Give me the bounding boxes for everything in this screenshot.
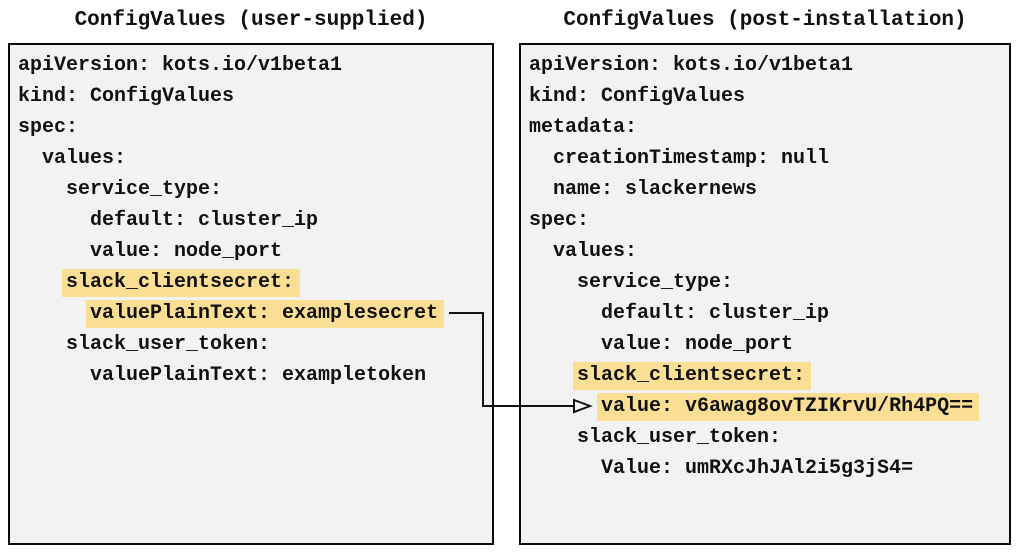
yaml-text: metadata: — [529, 116, 638, 139]
indent — [18, 178, 66, 201]
indent — [18, 209, 90, 232]
highlighted-text: value: v6awag8ovTZIKrvU/Rh4PQ== — [597, 393, 980, 421]
indent — [529, 271, 577, 294]
yaml-text: valuePlainText: exampletoken — [90, 364, 427, 387]
yaml-line: default: cluster_ip — [529, 298, 1009, 329]
indent — [18, 364, 90, 387]
yaml-line: spec: — [529, 205, 1009, 236]
yaml-line: default: cluster_ip — [18, 205, 492, 236]
yaml-text: kind: ConfigValues — [18, 85, 235, 108]
yaml-code-block: apiVersion: kots.io/v1beta1 kind: Config… — [18, 50, 492, 391]
yaml-code-block: apiVersion: kots.io/v1beta1 kind: Config… — [529, 50, 1009, 484]
yaml-line: metadata: — [529, 112, 1009, 143]
yaml-text: spec: — [18, 116, 79, 139]
yaml-text: creationTimestamp: null — [553, 147, 830, 170]
yaml-line: slack_clientsecret: — [529, 360, 1009, 391]
yaml-line: spec: — [18, 112, 492, 143]
yaml-text: values: — [553, 240, 638, 263]
indent — [529, 178, 553, 201]
highlighted-text: valuePlainText: examplesecret — [86, 300, 445, 328]
indent — [18, 147, 42, 170]
yaml-line: value: node_port — [18, 236, 492, 267]
indent — [18, 240, 90, 263]
yaml-line: valuePlainText: examplesecret — [18, 298, 492, 329]
indent — [18, 271, 66, 294]
indent — [529, 457, 601, 480]
yaml-line: kind: ConfigValues — [529, 81, 1009, 112]
yaml-line: values: — [18, 143, 492, 174]
yaml-line: value: v6awag8ovTZIKrvU/Rh4PQ== — [529, 391, 1009, 422]
yaml-line: service_type: — [529, 267, 1009, 298]
yaml-text: service_type: — [577, 271, 734, 294]
left-panel-title: ConfigValues (user-supplied) — [74, 9, 428, 32]
yaml-text: slack_user_token: — [66, 333, 271, 356]
yaml-line: value: node_port — [529, 329, 1009, 360]
yaml-text: spec: — [529, 209, 590, 232]
indent — [529, 395, 601, 418]
yaml-text: values: — [42, 147, 127, 170]
post-installation-configvalues-panel: apiVersion: kots.io/v1beta1 kind: Config… — [519, 43, 1011, 545]
right-panel-title: ConfigValues (post-installation) — [563, 9, 967, 32]
yaml-text: value: node_port — [90, 240, 283, 263]
indent — [529, 240, 553, 263]
yaml-line: creationTimestamp: null — [529, 143, 1009, 174]
highlighted-text: slack_clientsecret: — [62, 269, 301, 297]
yaml-line: apiVersion: kots.io/v1beta1 — [18, 50, 492, 81]
yaml-text: apiVersion: kots.io/v1beta1 — [18, 54, 343, 77]
indent — [529, 364, 577, 387]
yaml-line: slack_clientsecret: — [18, 267, 492, 298]
indent — [18, 302, 90, 325]
indent — [18, 333, 66, 356]
yaml-line: slack_user_token: — [18, 329, 492, 360]
yaml-line: name: slackernews — [529, 174, 1009, 205]
yaml-text: value: node_port — [601, 333, 794, 356]
yaml-line: kind: ConfigValues — [18, 81, 492, 112]
yaml-text: service_type: — [66, 178, 223, 201]
user-supplied-configvalues-panel: apiVersion: kots.io/v1beta1 kind: Config… — [8, 43, 494, 545]
yaml-text: default: cluster_ip — [601, 302, 830, 325]
highlighted-text: slack_clientsecret: — [573, 362, 812, 390]
yaml-text: slack_user_token: — [577, 426, 782, 449]
indent — [529, 302, 601, 325]
yaml-text: Value: umRXcJhJAl2i5g3jS4= — [601, 457, 914, 480]
indent — [529, 147, 553, 170]
yaml-text: name: slackernews — [553, 178, 758, 201]
yaml-line: service_type: — [18, 174, 492, 205]
yaml-text: kind: ConfigValues — [529, 85, 746, 108]
yaml-line: values: — [529, 236, 1009, 267]
indent — [529, 426, 577, 449]
yaml-line: slack_user_token: — [529, 422, 1009, 453]
yaml-text: apiVersion: kots.io/v1beta1 — [529, 54, 854, 77]
yaml-line: Value: umRXcJhJAl2i5g3jS4= — [529, 453, 1009, 484]
indent — [529, 333, 601, 356]
yaml-text: default: cluster_ip — [90, 209, 319, 232]
yaml-line: apiVersion: kots.io/v1beta1 — [529, 50, 1009, 81]
yaml-line: valuePlainText: exampletoken — [18, 360, 492, 391]
